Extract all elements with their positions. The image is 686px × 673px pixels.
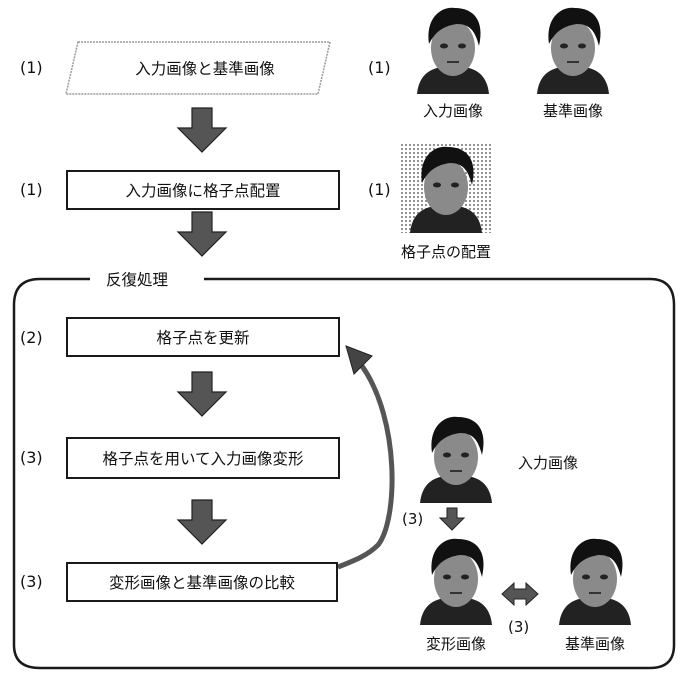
- image-number: (1): [368, 58, 391, 77]
- input-parallelogram: [65, 41, 331, 95]
- image-number: (3): [508, 618, 530, 636]
- face-input-image: [412, 3, 494, 95]
- face-reference-image: [532, 3, 614, 95]
- small-down-arrow: [438, 507, 466, 531]
- loop-title: 反復処理: [100, 268, 175, 290]
- step-number: (3): [20, 448, 43, 467]
- down-arrow: [176, 107, 228, 153]
- step-update-grid: 格子点を更新: [66, 317, 340, 357]
- face-grid-image: [400, 143, 492, 233]
- loop-reference-caption: 基準画像: [564, 635, 625, 653]
- step-number: (2): [20, 328, 43, 347]
- step-compare: 変形画像と基準画像の比較: [66, 562, 338, 602]
- step-number: (3): [20, 572, 43, 591]
- down-arrow: [176, 211, 228, 257]
- input-image-caption: 入力画像: [422, 102, 483, 120]
- reference-image-caption: 基準画像: [542, 102, 603, 120]
- step-warp-input: 格子点を用いて入力画像変形: [66, 437, 340, 479]
- loop-input-caption: 入力画像: [517, 454, 578, 472]
- step-input-and-reference: 入力画像と基準画像: [135, 60, 275, 78]
- grid-image-caption: 格子点の配置: [400, 243, 491, 261]
- face-deformed-image: [415, 534, 497, 626]
- down-arrow: [176, 499, 228, 545]
- deformed-image-caption: 変形画像: [425, 635, 486, 653]
- image-number: (3): [402, 510, 424, 528]
- feedback-arrowhead: [345, 345, 373, 375]
- feedback-arrow: [337, 364, 395, 570]
- step-number: (1): [20, 180, 43, 199]
- face-loop-reference-image: [554, 534, 636, 626]
- double-arrow: [501, 581, 539, 607]
- face-loop-input-image: [415, 412, 497, 504]
- image-number: (1): [368, 180, 391, 199]
- down-arrow: [176, 371, 228, 417]
- loop-frame: [12, 277, 676, 670]
- step-number: (1): [20, 58, 43, 77]
- step-place-grid: 入力画像に格子点配置: [66, 170, 340, 210]
